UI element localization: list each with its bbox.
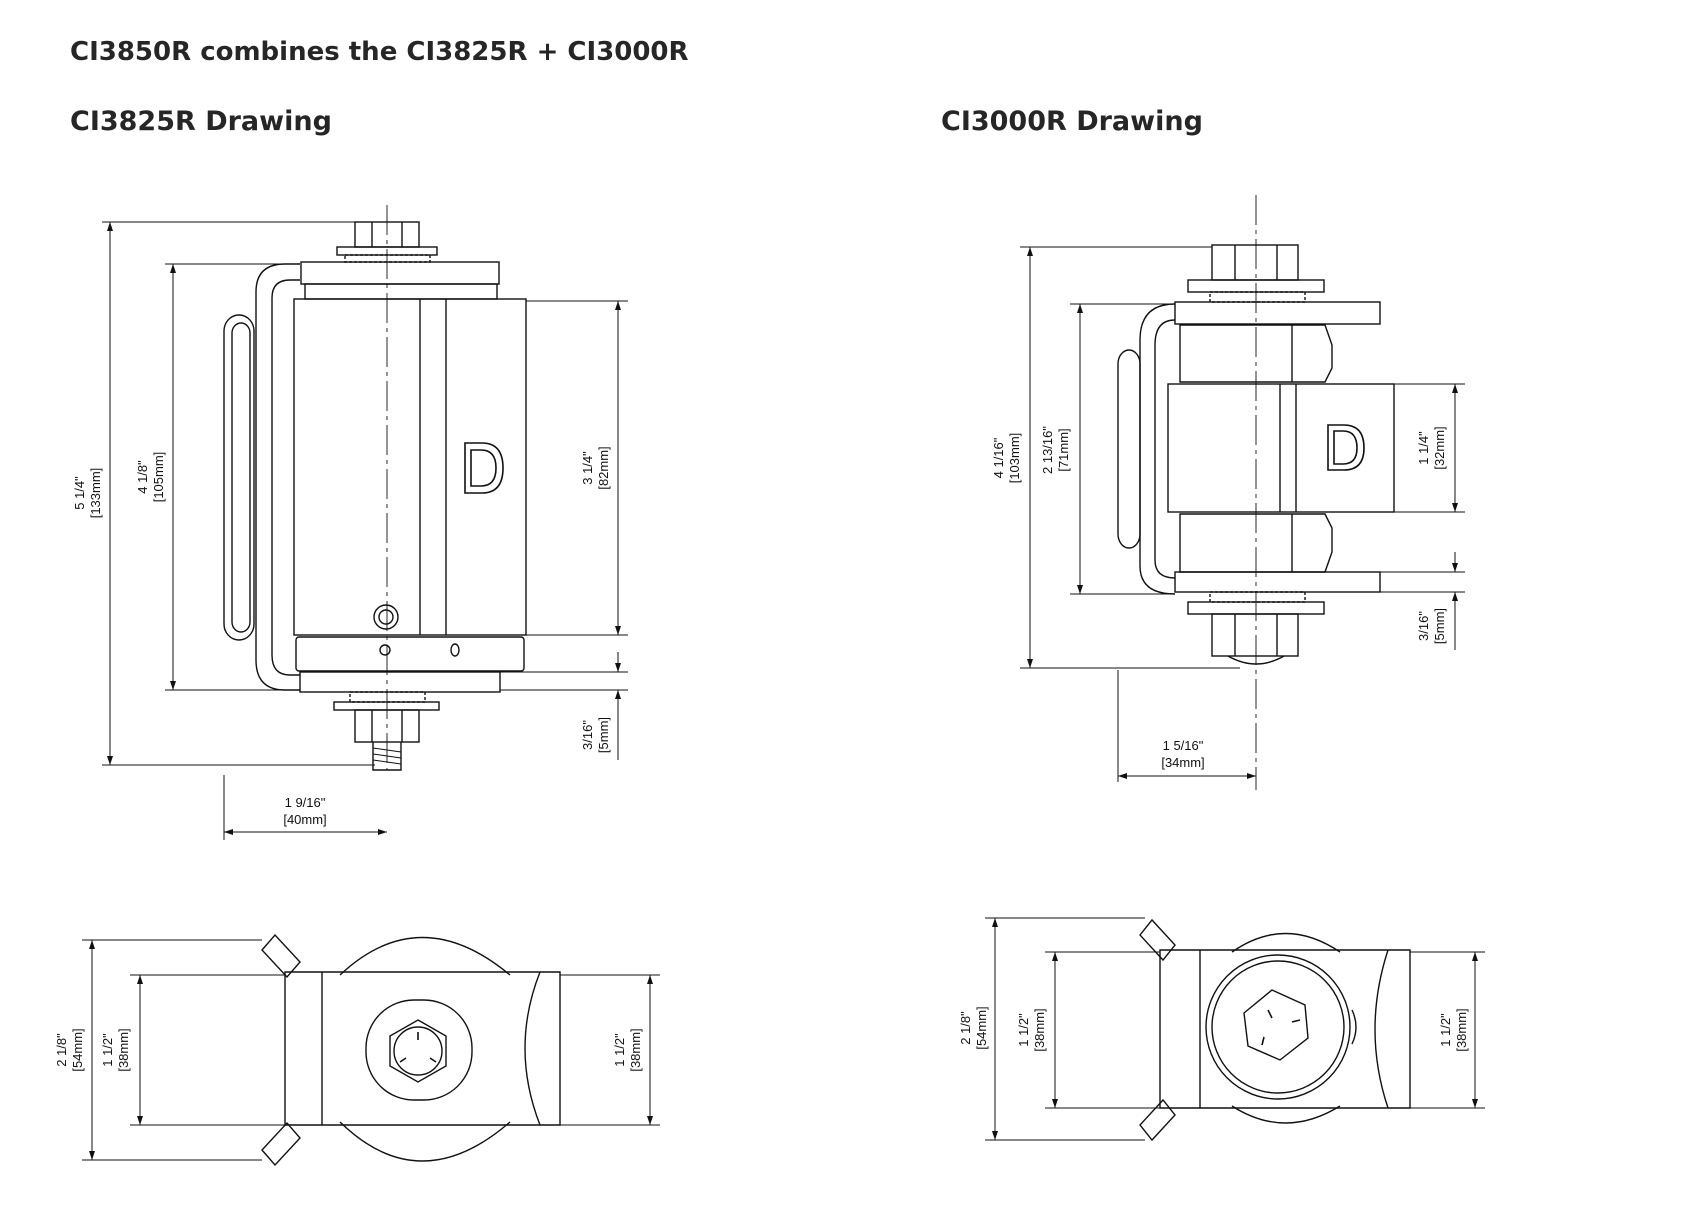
ci3825r-top-overall-in: 2 1/8" xyxy=(54,1033,69,1067)
ci3825r-section-title: CI3825R Drawing xyxy=(70,106,332,137)
ci3825r-top-view xyxy=(82,933,660,1167)
page-title: CI3850R combines the CI3825R + CI3000R xyxy=(70,37,689,67)
ci3000r-bracket-height-in: 2 13/16" xyxy=(1040,426,1055,474)
ci3000r-body-height-in: 1 1/4" xyxy=(1416,431,1431,465)
ci3000r-overall-height-in: 4 1/16" xyxy=(991,437,1006,478)
ci3825r-top-inner-mm: [38mm] xyxy=(116,1028,131,1071)
hex-bolt-icon xyxy=(389,1019,447,1083)
ci3000r-top-inner-mm: [38mm] xyxy=(1032,1008,1047,1051)
ci3000r-top-overall-in: 2 1/8" xyxy=(958,1011,973,1045)
ci3000r-front-view xyxy=(1020,195,1465,790)
ci3000r-top-overall-mm: [54mm] xyxy=(974,1006,989,1049)
ci3000r-top-right-in: 1 1/2" xyxy=(1438,1013,1453,1047)
hex-bolt-icon xyxy=(1243,989,1309,1061)
ci3000r-offset-mm: [34mm] xyxy=(1161,755,1204,770)
ci3825r-top-overall-mm: [54mm] xyxy=(70,1028,85,1071)
ci3825r-body-height-in: 3 1/4" xyxy=(580,451,595,485)
d-logo-icon xyxy=(464,442,504,494)
d-logo-icon xyxy=(1327,424,1365,471)
ci3825r-top-inner-in: 1 1/2" xyxy=(100,1033,115,1067)
ci3825r-front-view xyxy=(102,205,628,840)
ci3825r-top-right-mm: [38mm] xyxy=(628,1028,643,1071)
ci3825r-plate-thickness-in: 3/16" xyxy=(580,720,595,750)
ci3000r-top-right-mm: [38mm] xyxy=(1454,1008,1469,1051)
ci3825r-top-right-in: 1 1/2" xyxy=(612,1033,627,1067)
ci3000r-plate-thickness-in: 3/16" xyxy=(1416,611,1431,641)
ci3825r-offset-in: 1 9/16" xyxy=(285,795,326,810)
ci3000r-offset-in: 1 5/16" xyxy=(1163,738,1204,753)
ci3000r-section-title: CI3000R Drawing xyxy=(941,106,1203,137)
ci3825r-plate-thickness-mm: [5mm] xyxy=(596,717,611,753)
ci3825r-overall-height-mm: [133mm] xyxy=(88,468,103,519)
ci3000r-overall-height-mm: [103mm] xyxy=(1007,433,1022,484)
ci3000r-bracket-height-mm: [71mm] xyxy=(1056,428,1071,471)
ci3825r-bracket-height-in: 4 1/8" xyxy=(135,460,150,494)
ci3000r-top-inner-in: 1 1/2" xyxy=(1016,1013,1031,1047)
ci3000r-body-height-mm: [32mm] xyxy=(1432,426,1447,469)
ci3000r-plate-thickness-mm: [5mm] xyxy=(1432,608,1447,644)
ci3000r-top-view xyxy=(985,917,1485,1142)
ci3825r-body-height-mm: [82mm] xyxy=(596,446,611,489)
ci3825r-overall-height-in: 5 1/4" xyxy=(72,476,87,510)
ci3825r-bracket-height-mm: [105mm] xyxy=(151,452,166,503)
ci3825r-offset-mm: [40mm] xyxy=(283,812,326,827)
